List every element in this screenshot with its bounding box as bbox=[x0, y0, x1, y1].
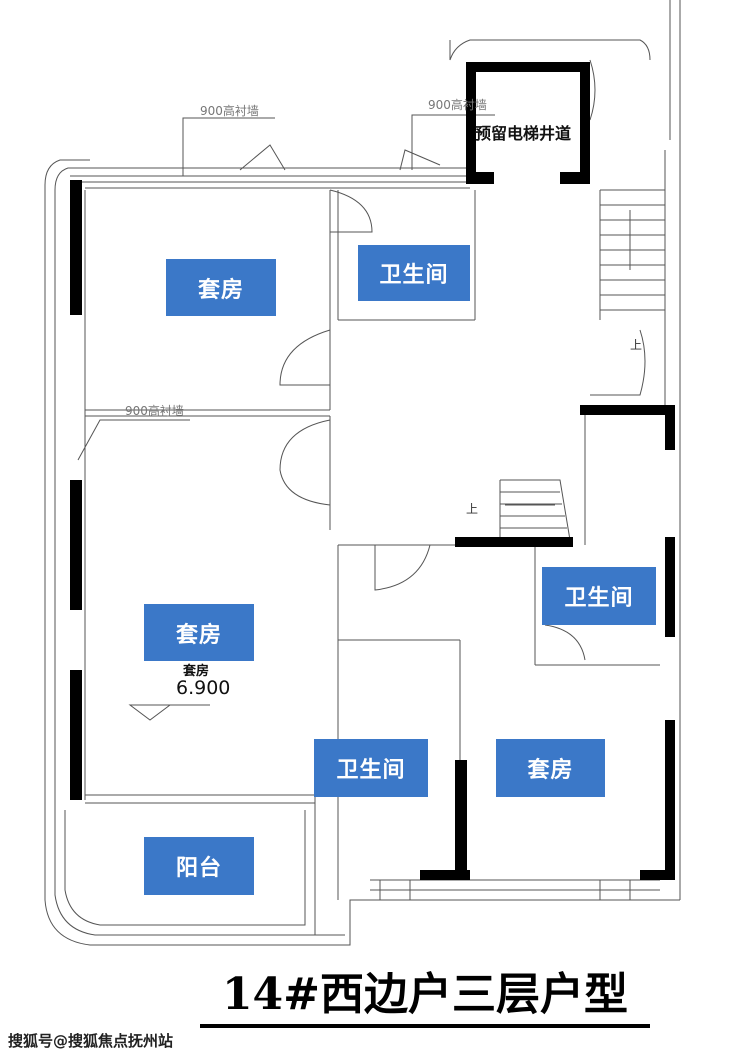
wall-note: 900高衬墙 bbox=[125, 404, 184, 418]
elevator-shaft-label: 预留电梯井道 bbox=[475, 124, 572, 143]
room-label-suite: 套房 bbox=[166, 259, 276, 316]
wall-note: 900高衬墙 bbox=[200, 104, 259, 118]
room-label-bathroom: 卫生间 bbox=[542, 567, 656, 625]
room-label-bathroom: 卫生间 bbox=[358, 245, 470, 301]
room-label-bathroom: 卫生间 bbox=[314, 739, 428, 797]
wall-note: 900高衬墙 bbox=[428, 98, 487, 112]
room-tag: 套房 bbox=[183, 664, 210, 679]
stair-up-label: 上 bbox=[630, 338, 643, 352]
room-label-suite: 套房 bbox=[144, 604, 254, 661]
watermark: 搜狐号@搜狐焦点抚州站 bbox=[8, 1032, 174, 1050]
stair-up-label: 上 bbox=[466, 502, 479, 516]
plan-title: 14#西边户三层户型 bbox=[200, 968, 650, 1028]
room-label-balcony: 阳台 bbox=[144, 837, 254, 895]
elevation-value: 6.900 bbox=[176, 677, 231, 699]
room-label-suite: 套房 bbox=[496, 739, 605, 797]
